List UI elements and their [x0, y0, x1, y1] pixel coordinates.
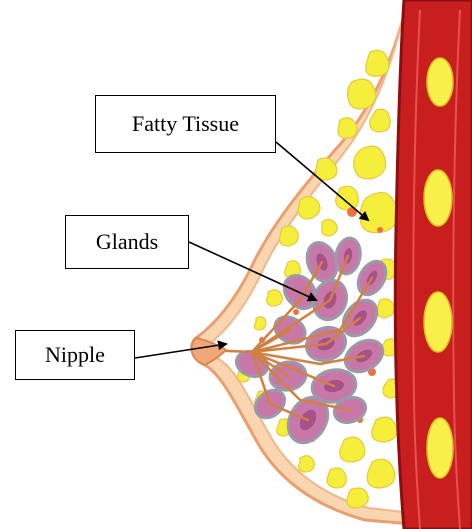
nipple-label: Nipple [15, 330, 135, 380]
glands-label: Glands [65, 215, 189, 269]
fatty-tissue-label: Fatty Tissue [95, 95, 276, 153]
